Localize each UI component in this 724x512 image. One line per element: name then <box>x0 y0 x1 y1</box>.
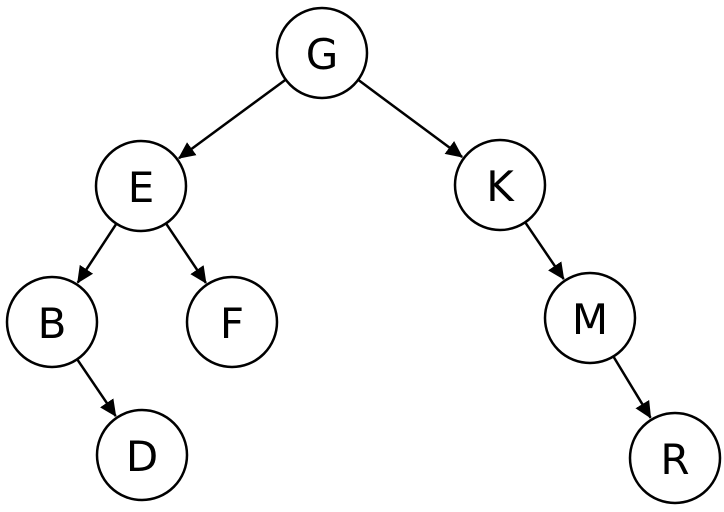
tree-edge-K-M <box>524 221 565 280</box>
tree-edge-E-F <box>164 222 207 284</box>
tree-edge-M-R <box>612 355 652 419</box>
tree-node-circle-E <box>94 139 188 233</box>
tree-node-circle-K <box>453 138 547 232</box>
tree-node-label-E: E <box>128 163 155 212</box>
tree-node-circle-M <box>543 271 637 365</box>
tree-node-circle-B <box>5 275 99 369</box>
tree-node-label-K: K <box>486 162 515 211</box>
tree-node-R: R <box>628 411 722 505</box>
tree-edge-B-D <box>76 358 117 417</box>
tree-node-circle-G <box>275 6 369 100</box>
tree-node-D: D <box>95 408 189 502</box>
tree-edge-G-E <box>178 78 287 160</box>
tree-node-circle-R <box>628 411 722 505</box>
tree-node-K: K <box>453 138 547 232</box>
tree-node-label-B: B <box>38 299 67 348</box>
tree-node-label-M: M <box>572 295 608 344</box>
tree-node-G: G <box>275 6 369 100</box>
tree-node-label-F: F <box>220 299 244 348</box>
tree-node-label-D: D <box>126 432 158 481</box>
tree-node-label-R: R <box>660 435 689 484</box>
tree-edge-E-B <box>76 223 118 284</box>
tree-node-F: F <box>185 275 279 369</box>
tree-edge-G-K <box>357 78 464 159</box>
tree-node-M: M <box>543 271 637 365</box>
tree-node-E: E <box>94 139 188 233</box>
tree-node-circle-D <box>95 408 189 502</box>
tree-node-B: B <box>5 275 99 369</box>
tree-node-circle-F <box>185 275 279 369</box>
tree-node-label-G: G <box>306 30 339 79</box>
